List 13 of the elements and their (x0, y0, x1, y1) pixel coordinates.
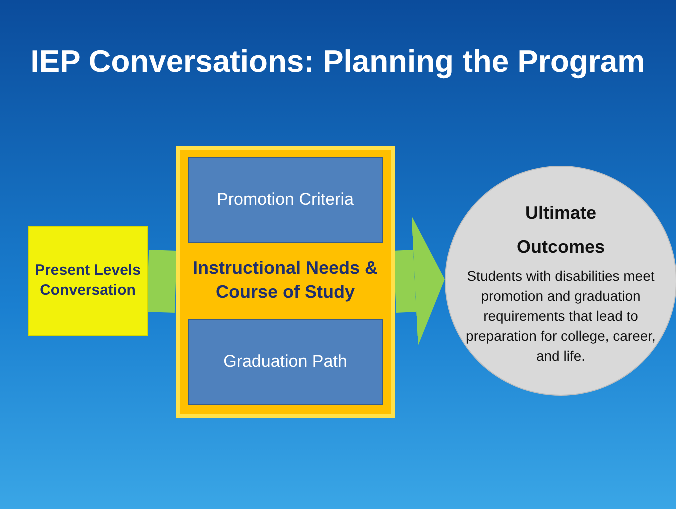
process-box (188, 319, 383, 405)
description: Students with disabilities meet promotion and graduation requirements that lead to preparation for college, career, and life. (465, 267, 657, 366)
node-label: Promotion Criteria (217, 188, 354, 211)
process-box (188, 157, 383, 243)
title: IEP Conversations: Planning the Program (30, 44, 646, 80)
connector (146, 250, 178, 313)
process-box (28, 226, 148, 336)
node-label: Graduation Path (224, 350, 348, 373)
heading: Ultimate Outcomes (516, 202, 606, 259)
arrow (393, 216, 445, 346)
group-box (176, 146, 395, 418)
node-label: Instructional Needs & Course of Study (192, 257, 380, 304)
node-label: Present Levels Conversation (34, 260, 142, 301)
